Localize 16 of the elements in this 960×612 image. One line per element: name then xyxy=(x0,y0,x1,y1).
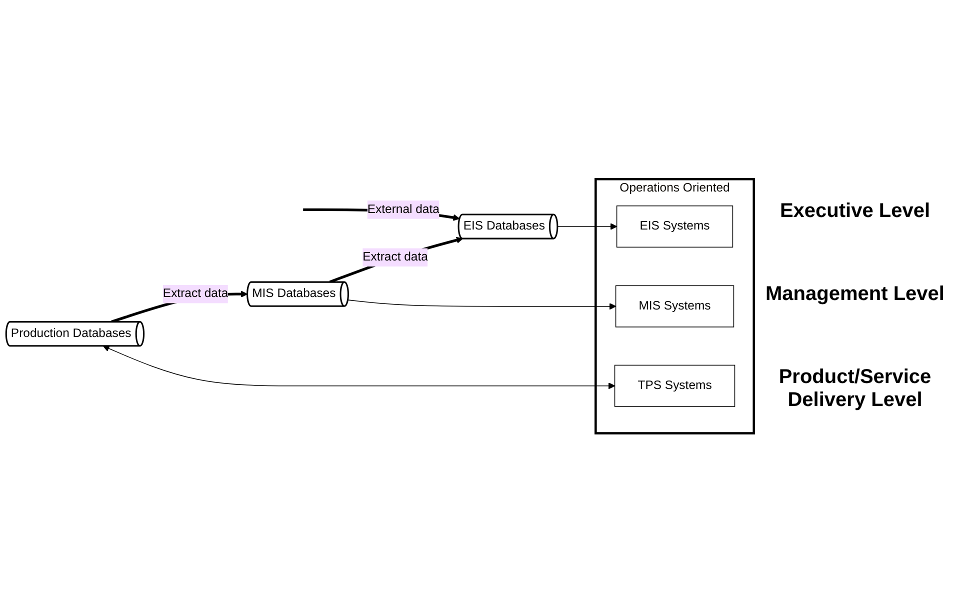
level-label: Product/Service Delivery Level xyxy=(778,366,932,412)
level-label: Management Level xyxy=(764,283,946,306)
edge-label: External data xyxy=(367,202,440,216)
node-text: MIS Databases xyxy=(252,287,336,300)
node-box: TPS Systems xyxy=(614,364,736,407)
node-text: Production Databases xyxy=(10,326,132,340)
node-text: EIS Databases xyxy=(463,219,545,232)
arrow xyxy=(557,222,618,230)
edge-label: Extract data xyxy=(162,287,228,300)
level-label: Executive Level xyxy=(778,200,932,223)
arrow xyxy=(329,236,463,284)
arrow xyxy=(347,299,616,310)
edge-label: Extract data xyxy=(362,250,428,264)
node-box: EIS Systems xyxy=(616,205,734,248)
node-box: MIS Systems xyxy=(615,285,734,328)
arrow xyxy=(102,345,616,390)
